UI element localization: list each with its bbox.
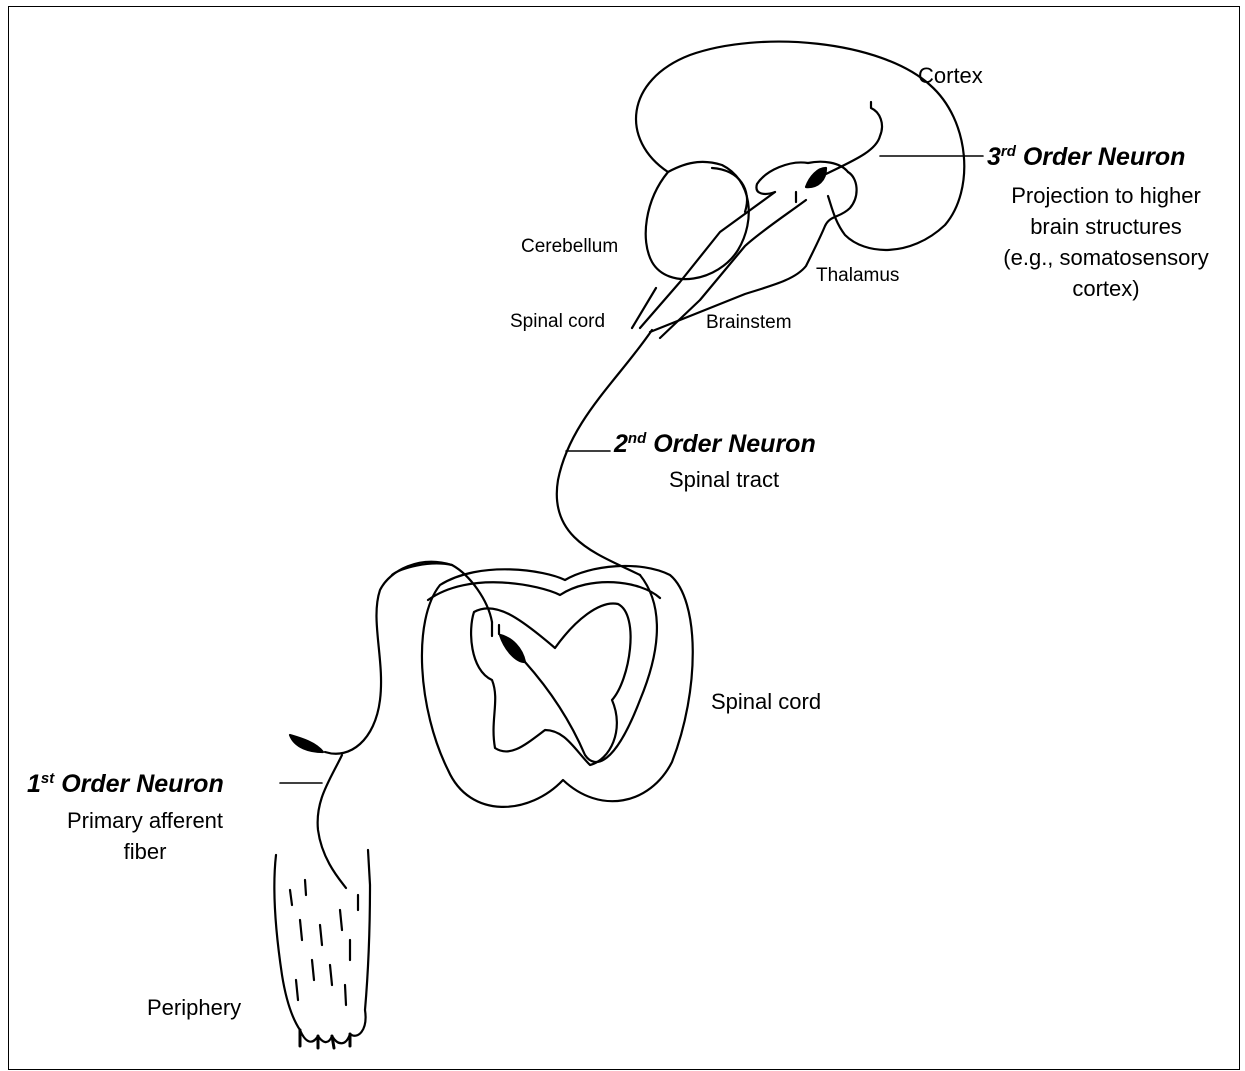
label-cortex: Cortex	[918, 63, 983, 89]
label-brainstem: Brainstem	[706, 312, 792, 334]
first-order-heading: 1st Order Neuron	[27, 770, 224, 799]
paw-illustration	[274, 850, 370, 1048]
third-order-axon	[822, 102, 882, 176]
thalamus-outline	[650, 172, 857, 332]
first-order-peripheral-branch	[318, 755, 346, 888]
label-cerebellum: Cerebellum	[521, 236, 618, 258]
label-spinal-cord-section: Spinal cord	[711, 689, 821, 715]
first-order-soma	[290, 735, 323, 752]
second-order-heading: 2nd Order Neuron	[614, 430, 816, 459]
second-order-description: Spinal tract	[669, 467, 779, 493]
label-spinal-cord-top: Spinal cord	[510, 311, 605, 333]
third-order-heading: 3rd Order Neuron	[987, 143, 1185, 172]
brainstem-outline	[632, 192, 775, 328]
first-order-fiber	[325, 562, 492, 754]
label-periphery: Periphery	[147, 995, 241, 1021]
cortex-outline	[636, 42, 964, 250]
label-thalamus: Thalamus	[816, 265, 899, 287]
first-order-description: Primary afferent fiber	[30, 805, 260, 867]
spinal-cord-section-outer	[422, 566, 693, 807]
grey-matter	[471, 603, 630, 765]
third-order-description: Projection to higher brain structures (e…	[976, 180, 1236, 304]
third-order-soma	[806, 168, 826, 187]
second-order-soma	[500, 635, 525, 662]
